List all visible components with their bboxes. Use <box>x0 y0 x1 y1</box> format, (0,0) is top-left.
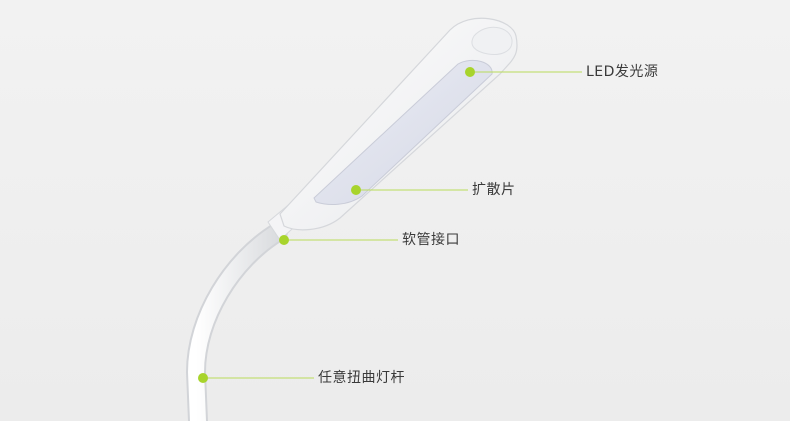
label-diffuser: 扩散片 <box>472 182 516 198</box>
label-led-source: LED发光源 <box>586 64 659 80</box>
marker-dot-hose <box>279 235 289 245</box>
marker-dot-gooseneck <box>198 373 208 383</box>
label-hose-connector: 软管接口 <box>402 232 460 248</box>
label-gooseneck: 任意扭曲灯杆 <box>318 370 405 386</box>
marker-dot-diffuser <box>351 185 361 195</box>
diffuser-panel <box>313 59 493 205</box>
marker-dot-led <box>465 67 475 77</box>
